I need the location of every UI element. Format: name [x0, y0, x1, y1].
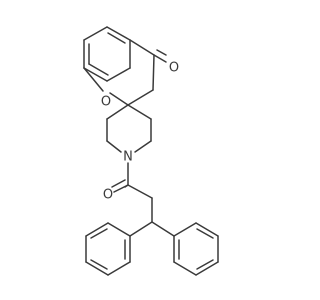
amide-carbonyl — [111, 179, 129, 193]
amide-linker — [124, 162, 175, 237]
right-phenyl-ring — [173, 222, 219, 276]
pyranone-ring — [83, 39, 155, 106]
amide-oxygen-label: O — [103, 188, 113, 203]
ketone-oxygen-label: O — [169, 61, 179, 76]
ketone-carbonyl — [153, 49, 167, 63]
structure-canvas: O O N O — [83, 26, 219, 276]
ring-oxygen-label: O — [101, 95, 111, 110]
left-phenyl-ring — [85, 222, 131, 276]
fused-benzene-ring — [83, 26, 131, 82]
piperidine-ring — [106, 104, 152, 153]
piperidine-nitrogen-label: N — [123, 150, 133, 165]
chemical-structure-drawing: O O N O — [83, 26, 219, 276]
